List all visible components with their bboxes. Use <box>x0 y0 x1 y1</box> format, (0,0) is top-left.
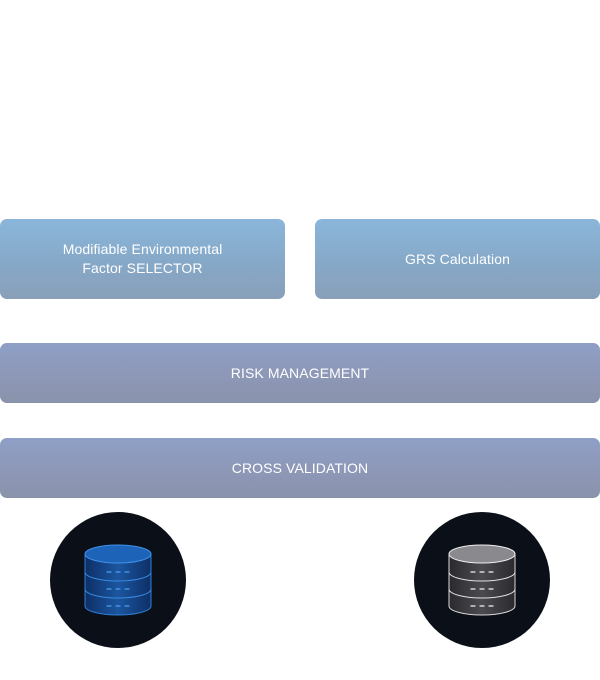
risk-management-box: RISK MANAGEMENT <box>0 343 600 403</box>
modifiable-box-label-line1: Modifiable Environmental <box>62 241 223 257</box>
database-icon <box>84 544 152 616</box>
database-icon <box>448 544 516 616</box>
cross-box-label: CROSS VALIDATION <box>231 459 369 476</box>
risk-box-label: RISK MANAGEMENT <box>230 364 370 381</box>
modifiable-environmental-factor-selector-box: Modifiable Environmental Factor SELECTOR <box>0 219 285 299</box>
modifiable-box-label-line2: Factor SELECTOR <box>82 260 203 276</box>
grs-calculation-box: GRS Calculation <box>315 219 600 299</box>
database-node-blue <box>50 512 186 648</box>
cross-validation-box: CROSS VALIDATION <box>0 438 600 498</box>
modifiable-box-label: Modifiable Environmental Factor SELECTOR <box>63 240 223 278</box>
grs-box-label: GRS Calculation <box>405 250 510 267</box>
database-node-gray <box>414 512 550 648</box>
